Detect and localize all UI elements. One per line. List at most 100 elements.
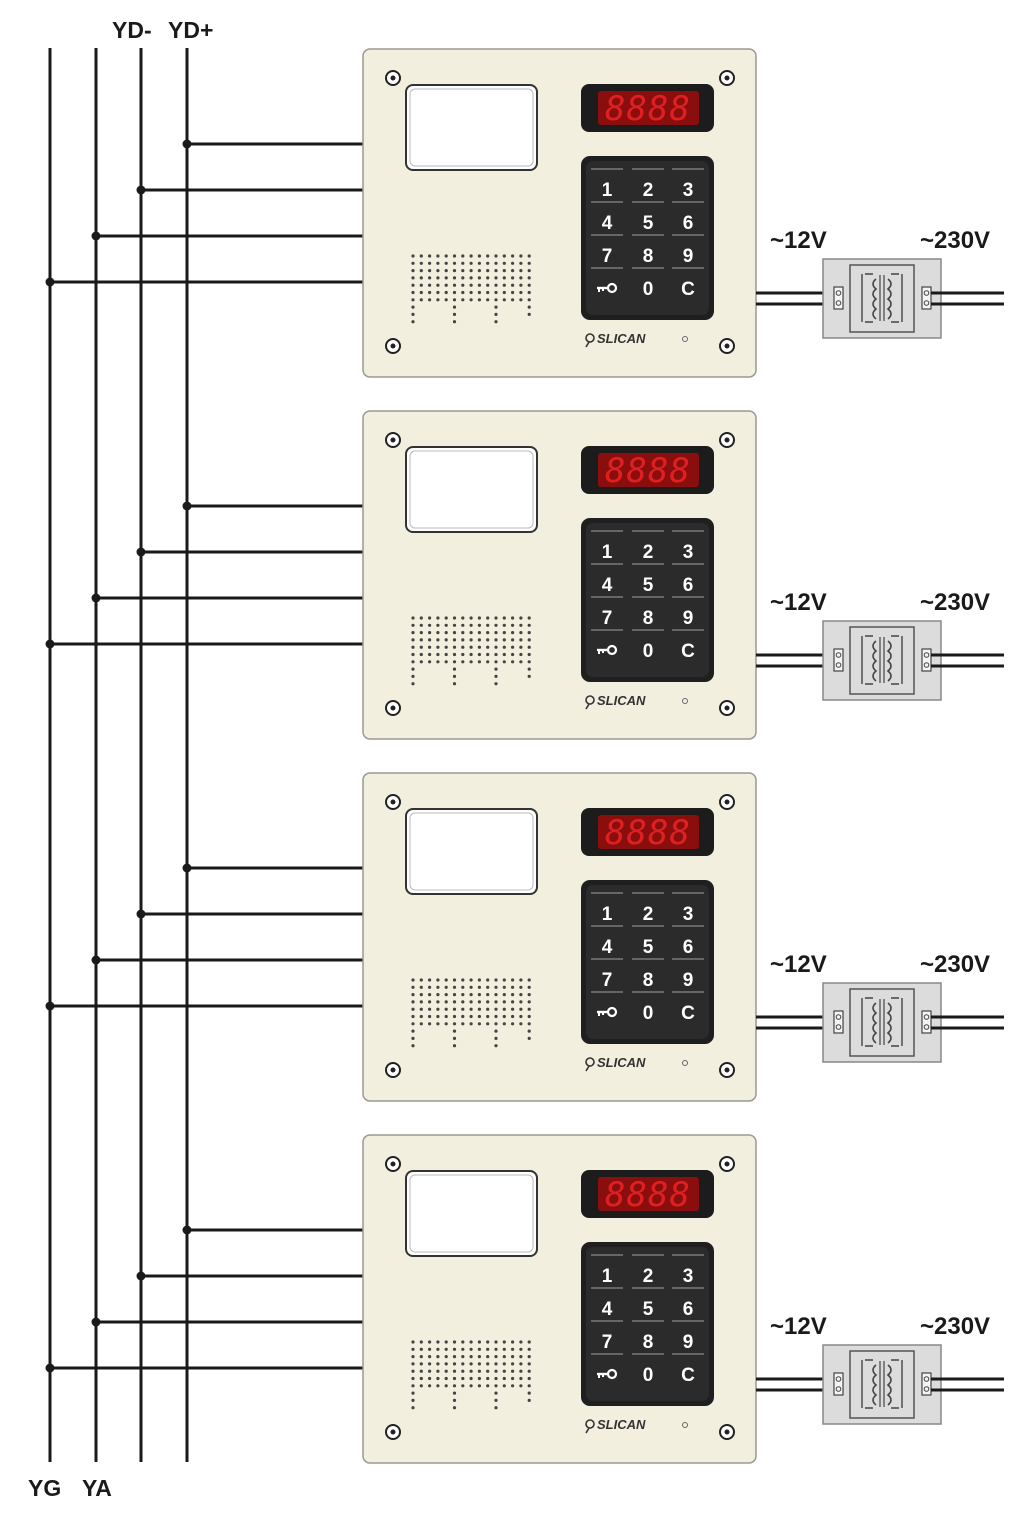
keypad-key: 4: [591, 1287, 623, 1320]
display-digits: 8888: [605, 813, 691, 853]
key-label: 7: [602, 970, 613, 991]
keypad-key: [591, 1353, 623, 1380]
screw-icon: [385, 1062, 401, 1078]
key-label: 2: [643, 180, 654, 201]
brand-name: SLICAN: [597, 1417, 646, 1432]
transformer: [822, 982, 942, 1063]
transformer-symbol-icon: [861, 1359, 903, 1409]
screw-icon: [385, 432, 401, 448]
keypad-key: 4: [591, 201, 623, 234]
keypad-key: 9: [672, 596, 704, 629]
key-label: 3: [683, 904, 694, 925]
transformer-core-frame: [849, 1350, 915, 1419]
indicator-led: [682, 1060, 688, 1066]
brand-name: SLICAN: [597, 1055, 646, 1070]
terminal-block: [833, 648, 844, 672]
slican-logo: SLICAN: [585, 1417, 646, 1434]
key-label: 1: [602, 904, 613, 925]
key-symbol-icon: [597, 282, 618, 294]
junction-dot: [91, 231, 101, 241]
key-label: 6: [683, 937, 694, 958]
speaker-grille: [411, 254, 531, 324]
voltage-label-primary: ~230V: [920, 1313, 990, 1340]
junction-dot: [45, 1001, 55, 1011]
display-digits: 8888: [605, 451, 691, 491]
keypad-key: 8: [632, 234, 664, 267]
keypad-face: [586, 885, 709, 1039]
junction-dot: [182, 1225, 192, 1235]
keypad-key: 5: [632, 201, 664, 234]
bus-label-yg: YG: [28, 1475, 61, 1501]
display-digits: 8888: [605, 1175, 691, 1215]
keypad-key: 2: [632, 168, 664, 201]
keypad-key: 3: [672, 168, 704, 201]
transformer-symbol-icon: [861, 635, 903, 685]
key-label: 1: [602, 1266, 613, 1287]
junction-dot: [136, 1271, 146, 1281]
junction-dot: [91, 1317, 101, 1327]
key-symbol-icon: [597, 1006, 618, 1018]
key-label: 4: [602, 937, 613, 958]
keypad-key: 2: [632, 530, 664, 563]
slican-logo: SLICAN: [585, 1055, 646, 1072]
terminal-block: [833, 286, 844, 310]
key-label: 9: [683, 608, 694, 629]
junction-dot: [91, 955, 101, 965]
keypad-key: 7: [591, 958, 623, 991]
indicator-led: [682, 698, 688, 704]
junction-dot: [91, 593, 101, 603]
name-card-window: [405, 446, 538, 533]
name-card-window: [405, 808, 538, 895]
terminal-block: [921, 1010, 932, 1034]
key-label: 3: [683, 180, 694, 201]
key-label: 4: [602, 213, 613, 234]
key-label: 6: [683, 213, 694, 234]
keypad-key: 0: [632, 991, 664, 1024]
brand-swirl-icon: [585, 695, 595, 710]
voltage-label-primary: ~230V: [920, 951, 990, 978]
terminal-block: [921, 648, 932, 672]
key-label: 2: [643, 904, 654, 925]
screw-icon: [385, 1424, 401, 1440]
keypad-key: 5: [632, 563, 664, 596]
transformer: [822, 258, 942, 339]
transformer-core-frame: [849, 988, 915, 1057]
keypad-key: 8: [632, 596, 664, 629]
key-label: 5: [643, 1299, 654, 1320]
screw-icon: [385, 794, 401, 810]
key-label: 9: [683, 1332, 694, 1353]
keypad-key: 3: [672, 1254, 704, 1287]
indicator-led: [682, 336, 688, 342]
keypad-key: 3: [672, 530, 704, 563]
transformer: [822, 620, 942, 701]
screw-icon: [719, 700, 735, 716]
speaker-grille: [411, 616, 531, 686]
name-card-window: [405, 1170, 538, 1257]
keypad-key: [591, 629, 623, 656]
key-label: 0: [643, 1003, 654, 1024]
screw-icon: [719, 1424, 735, 1440]
junction-dot: [182, 139, 192, 149]
keypad-key: 1: [591, 530, 623, 563]
key-label: 0: [643, 279, 654, 300]
screw-icon: [385, 700, 401, 716]
voltage-label-primary: ~230V: [920, 227, 990, 254]
brand-swirl-icon: [585, 1057, 595, 1072]
display-screen: [598, 91, 699, 125]
voltage-label-secondary: ~12V: [770, 227, 827, 254]
keypad-face: [586, 1247, 709, 1401]
key-label: 3: [683, 1266, 694, 1287]
screw-icon: [719, 432, 735, 448]
key-label: 1: [602, 180, 613, 201]
transformer-core-frame: [849, 626, 915, 695]
voltage-label-secondary: ~12V: [770, 589, 827, 616]
key-label: 7: [602, 608, 613, 629]
keypad-key: 5: [632, 925, 664, 958]
display-screen: [598, 815, 699, 849]
keypad-key: [591, 991, 623, 1018]
keypad-key: 3: [672, 892, 704, 925]
